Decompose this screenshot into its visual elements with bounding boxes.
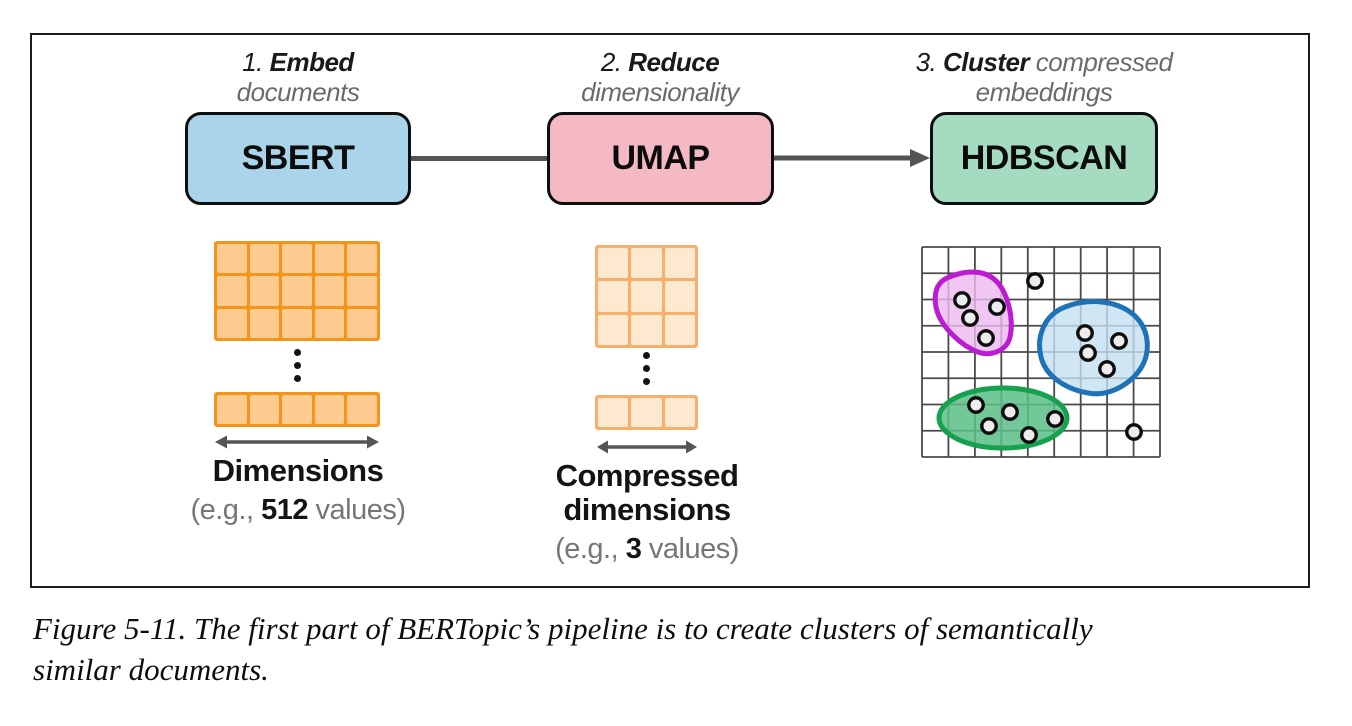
step-label-reduce: 2. Reduce dimensionality (510, 47, 810, 107)
matrix-cell (282, 308, 312, 338)
dimensions-label: Dimensions (212, 453, 384, 488)
step-label-line2: dimensionality (581, 77, 739, 107)
step-label-line1: 1. Embed (242, 47, 354, 77)
data-point (1001, 403, 1019, 421)
compressed-dimensions-label: Compressed dimensions (555, 458, 739, 527)
connector-arrow-icon (774, 149, 930, 167)
data-points (953, 272, 1143, 444)
data-point (953, 291, 971, 309)
embedding-vector (214, 392, 380, 427)
matrix-cell (598, 314, 629, 345)
matrix-cell (347, 244, 377, 274)
data-point (1079, 344, 1097, 362)
matrix-cell (282, 395, 312, 424)
matrix-cell (347, 276, 377, 306)
data-point (980, 417, 998, 435)
matrix-cell (217, 308, 247, 338)
data-point (977, 329, 995, 347)
sbert-box: SBERT (185, 112, 411, 205)
matrix-cell (347, 308, 377, 338)
matrix-cell (664, 248, 695, 279)
data-point (1098, 360, 1116, 378)
step-label-line1: 2. Reduce (600, 47, 720, 77)
matrix-cell (314, 395, 345, 424)
embedding-matrix (214, 241, 380, 341)
data-point (1110, 332, 1128, 350)
cluster-plot (921, 246, 1161, 458)
caption-line2: similar documents. (33, 652, 269, 687)
matrix-cell (598, 281, 629, 312)
step-label-line2: documents (236, 77, 360, 107)
step-label-embed: 1. Embed documents (148, 47, 448, 107)
matrix-cell (217, 244, 247, 274)
step-label-line1: 3. Cluster compressed (915, 47, 1173, 77)
dimensions-example: (e.g., 512 values) (190, 494, 406, 526)
compressed-matrix (595, 245, 698, 348)
matrix-cell (249, 244, 280, 274)
double-arrow-icon (597, 440, 697, 454)
data-point (1020, 426, 1038, 444)
matrix-cell (314, 308, 345, 338)
step-label-line2: embeddings (975, 77, 1113, 107)
data-point (961, 309, 979, 327)
matrix-cell (631, 314, 662, 345)
data-point (988, 298, 1006, 316)
step-label-cluster: 3. Cluster compressed embeddings (894, 47, 1194, 107)
matrix-cell (217, 276, 247, 306)
matrix-cell (631, 281, 662, 312)
matrix-cell (631, 398, 662, 427)
matrix-cell (664, 398, 695, 427)
noise-point (1125, 423, 1143, 441)
matrix-cell (598, 248, 629, 279)
compressed-dimensions-example: (e.g., 3 values) (555, 533, 739, 565)
noise-point (1026, 272, 1044, 290)
double-arrow-icon (215, 435, 379, 449)
compressed-vector (595, 395, 698, 430)
matrix-cell (249, 276, 280, 306)
matrix-cell (347, 395, 377, 424)
matrix-cell (282, 244, 312, 274)
hdbscan-box: HDBSCAN (930, 112, 1158, 205)
matrix-cell (217, 395, 247, 424)
matrix-cell (282, 276, 312, 306)
figure-frame: 1. Embed documents 2. Reduce dimensional… (30, 33, 1310, 588)
umap-box: UMAP (547, 112, 774, 205)
matrix-cell (631, 248, 662, 279)
matrix-cell (314, 276, 345, 306)
data-point (967, 396, 985, 414)
figure-caption: Figure 5-11. The first part of BERTopic’… (33, 608, 1273, 690)
matrix-cell (598, 398, 629, 427)
data-point (1076, 324, 1094, 342)
caption-line1: Figure 5-11. The first part of BERTopic’… (33, 611, 1093, 646)
data-point (1046, 410, 1064, 428)
ellipsis-dots (643, 352, 650, 385)
ellipsis-dots (294, 349, 301, 382)
matrix-cell (664, 281, 695, 312)
matrix-cell (249, 308, 280, 338)
connector-line (411, 156, 547, 161)
matrix-cell (249, 395, 280, 424)
matrix-cell (314, 244, 345, 274)
matrix-cell (664, 314, 695, 345)
